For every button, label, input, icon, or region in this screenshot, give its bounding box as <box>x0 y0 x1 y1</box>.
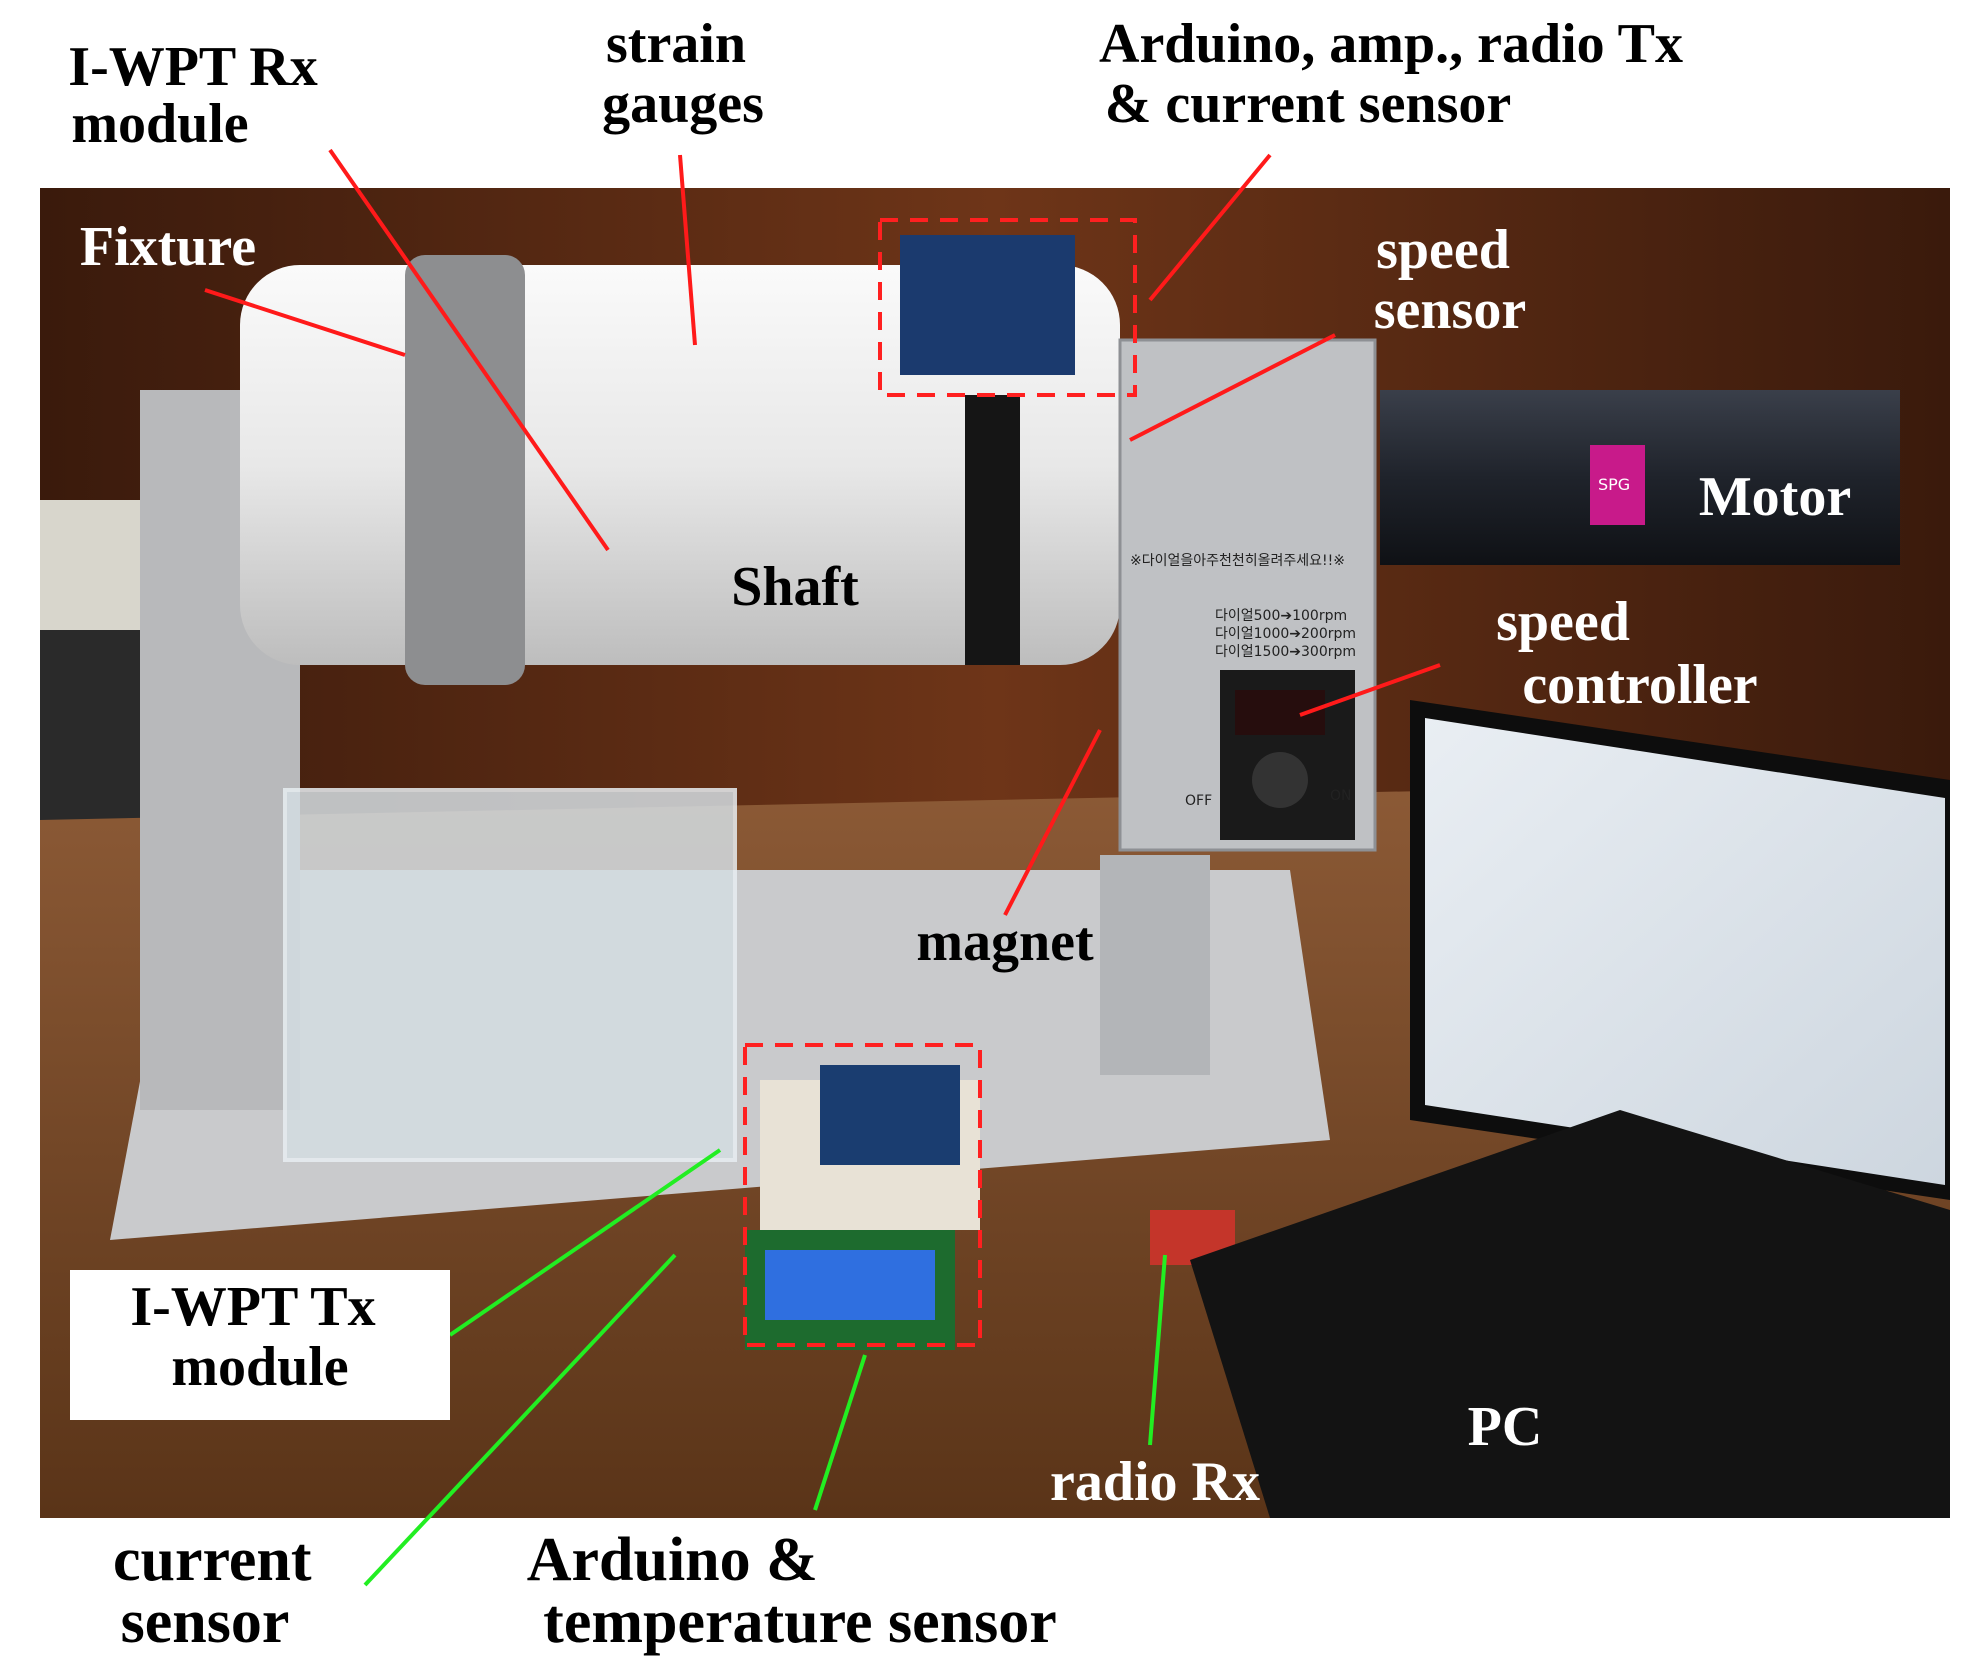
controller-on-label: ON <box>1330 788 1352 804</box>
arrow-current-sensor <box>363 1253 677 1587</box>
controller-row-3: 다이얼1500➔300rpm <box>1215 644 1356 660</box>
arrow-arduino-temp <box>813 1354 867 1511</box>
label-strain-gauges: strain gauges <box>602 13 764 135</box>
arrow-iwpt-rx <box>328 148 610 552</box>
acrylic-box <box>283 788 737 1162</box>
controller-panel-text: ※다이얼을아주천천히올려주세요!!※ 다이얼500➔100rpm 다이얼1000… <box>1130 475 1630 809</box>
arrow-strain-gauges <box>678 154 697 346</box>
fixture-band <box>405 255 525 685</box>
bottom-arduino-board <box>820 1065 960 1165</box>
arrow-fixture <box>204 288 406 357</box>
label-iwpt-tx: I-WPT Tx module <box>130 1276 389 1398</box>
motor-badge-text: SPG <box>1598 475 1630 494</box>
photo <box>40 188 1950 1518</box>
controller-notice: ※다이얼을아주천천히올려주세요!!※ <box>1130 553 1345 569</box>
label-speed-controller: speed controller <box>1496 591 1758 716</box>
arrow-iwpt-tx <box>448 1148 722 1337</box>
label-shaft: Shaft <box>731 556 859 618</box>
laptop-screen <box>1425 718 1945 1185</box>
right-support-stand <box>1100 855 1210 1075</box>
arrow-speed-controller <box>1299 663 1441 717</box>
top-arduino-board <box>900 235 1075 375</box>
motor-label <box>1590 445 1645 525</box>
label-arduino-temp: Arduino & temperature sensor <box>527 1526 1057 1656</box>
label-radio-rx: radio Rx <box>1050 1451 1260 1513</box>
label-motor: Motor <box>1699 466 1851 528</box>
arrow-arduino-tx <box>1148 153 1272 302</box>
lcd-screen <box>765 1250 935 1320</box>
controller-row-2: 다이얼1000➔200rpm <box>1215 626 1356 642</box>
arrow-radio-rx <box>1148 1254 1167 1446</box>
speed-controller-knob <box>1252 752 1308 808</box>
label-speed-sensor: speed sensor <box>1374 219 1526 341</box>
label-magnet: magnet <box>916 911 1094 973</box>
laptop-keyboard <box>1190 1110 1950 1518</box>
labels: I-WPT Rx module strain gauges Arduino, a… <box>68 13 1851 1656</box>
arrow-magnet <box>1003 729 1102 916</box>
top-arduino-callout-box <box>878 218 1137 397</box>
tape-stripes <box>965 395 1020 665</box>
iwpt-tx-label-box <box>70 1270 450 1420</box>
controller-row-1: 다이얼500➔100rpm <box>1215 608 1347 624</box>
arrows <box>204 148 1441 1587</box>
arrow-speed-sensor <box>1129 333 1336 442</box>
label-iwpt-rx: I-WPT Rx module <box>68 36 331 155</box>
label-arduino-tx: Arduino, amp., radio Tx & current sensor <box>1099 13 1697 135</box>
controller-off-label: OFF <box>1185 793 1212 809</box>
label-current-sensor: current sensor <box>113 1526 327 1656</box>
label-fixture: Fixture <box>80 216 256 278</box>
label-pc: PC <box>1468 1396 1543 1458</box>
callout-boxes <box>743 218 1137 1347</box>
